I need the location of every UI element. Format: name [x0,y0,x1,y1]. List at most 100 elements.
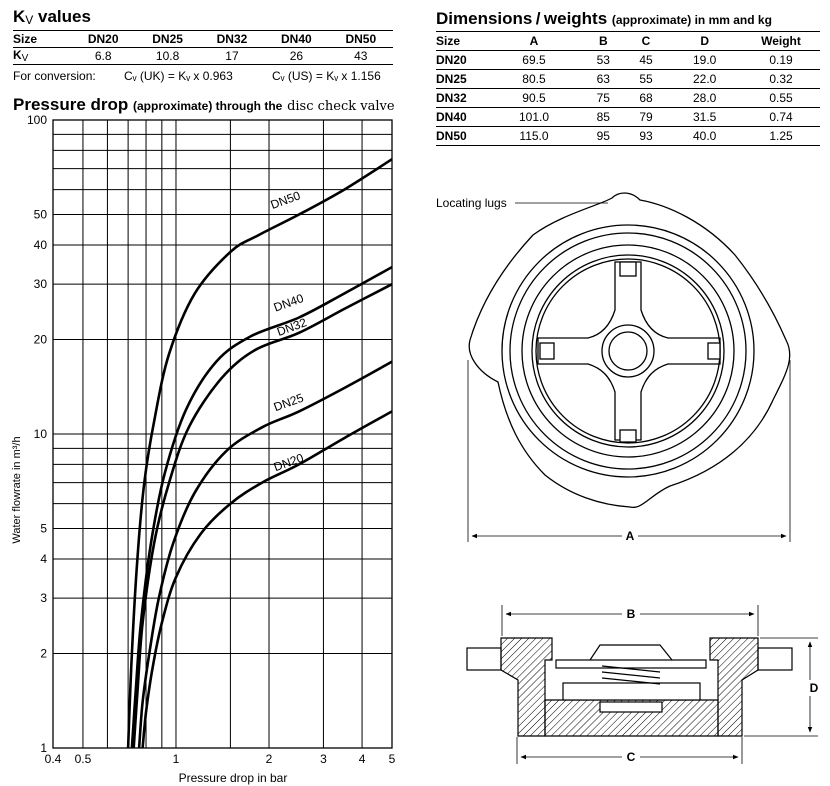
series-line-dn25 [137,360,393,749]
dim-cell: DN40 [436,107,486,127]
dim-cell: 63 [581,69,625,89]
x-tick-label: 3 [320,752,327,766]
dim-header-c: C [624,31,668,51]
conversion-label: For conversion: [13,69,96,83]
kv-header-row: Size DN20 DN25 DN32 DN40 DN50 [13,30,393,48]
y-tick-label: 3 [40,591,47,605]
dim-header-size: Size [436,31,486,51]
y-tick-label: 30 [34,277,48,291]
kv-label-k: K [13,48,22,62]
dim-header-weight: Weight [742,31,820,51]
chart-grid [52,119,393,749]
kv-value-dn20: 6.8 [71,47,136,65]
dim-cell: 55 [624,69,668,89]
kv-size-label: Size [13,30,71,48]
outer-ring [501,224,755,478]
valve-drawings: Locating lugs A B C D [436,192,819,764]
dimension-a [467,360,791,542]
kv-size-dn25: DN25 [135,30,200,48]
dim-cell: 31.5 [667,107,742,127]
dim-cell: 0.55 [742,88,820,108]
chart-y-axis-label: Water flowrate in m³/h [11,436,23,543]
kv-title-sub: V [25,13,34,27]
y-tick-label: 40 [34,238,48,252]
dim-cell: 93 [624,126,668,146]
valve-section-view [466,637,793,737]
dim-cell: 90.5 [486,88,582,108]
table-row: DN25 80.5 63 55 22.0 0.32 [436,69,820,89]
dimensions-title: Dimensions / weights [436,9,608,28]
y-tick-label: 1 [40,741,47,755]
y-tick-label: 4 [40,552,47,566]
dim-cell: 0.32 [742,69,820,89]
dimensions-title-note: (approximate) in mm and kg [611,13,772,27]
dim-cell: 85 [581,107,625,127]
dim-header-d: D [667,31,742,51]
dim-cell: DN32 [436,88,486,108]
dim-cell: 53 [581,50,625,70]
x-tick-label: 4 [359,752,366,766]
dim-cell: 95 [581,126,625,146]
y-tick-label: 2 [40,646,47,660]
valve-top-view [468,192,791,508]
kv-value-dn50: 43 [328,47,393,65]
dim-cell: 80.5 [486,69,582,89]
chart-x-axis-label: Pressure drop in bar [179,771,288,785]
valve-body-outline [468,192,791,508]
kv-value-dn25: 10.8 [135,47,200,65]
kv-size-dn40: DN40 [264,30,329,48]
ring-3 [521,244,735,458]
table-row: DN20 69.5 53 45 19.0 0.19 [436,50,820,70]
kv-value-dn40: 26 [264,47,329,65]
dim-cell: 79 [624,107,668,127]
locating-lugs-label: Locating lugs [436,196,507,210]
dimensions-table: Size A B C D Weight DN20 69.5 53 45 19.0… [436,31,820,146]
y-tick-label: 20 [34,332,48,346]
x-tick-label: 0.4 [45,752,62,766]
kv-title-rest: values [33,7,91,26]
table-row: DN32 90.5 75 68 28.0 0.55 [436,88,820,108]
kv-values-row: KV 6.8 10.8 17 26 43 [13,47,393,65]
dim-cell: 19.0 [667,50,742,70]
dim-cell: 28.0 [667,88,742,108]
y-tick-label: 50 [34,208,48,222]
dimension-c [516,737,743,764]
series-line-dn32 [132,283,393,749]
kv-title-k: K [13,7,26,26]
dim-header-b: B [581,31,625,51]
dimension-c-label: C [627,750,636,764]
dim-cell: DN50 [436,126,486,146]
dim-cell: 40.0 [667,126,742,146]
conversion-us: Cᵥ (US) = Kᵥ x 1.156 [272,69,381,83]
series-line-dn40 [130,265,393,749]
table-row: DN40 101.0 85 79 31.5 0.74 [436,107,820,127]
dim-header-a: A [486,31,582,51]
dim-cell: 0.19 [742,50,820,70]
dimensions-header-row: Size A B C D Weight [436,31,820,51]
kv-size-dn32: DN32 [199,30,265,48]
kv-size-dn50: DN50 [328,30,393,48]
conversion-uk: Cᵥ (UK) = Kᵥ x 0.963 [124,69,233,83]
dim-cell: 22.0 [667,69,742,89]
kv-title: KV values [13,7,91,27]
dim-cell: 0.74 [742,107,820,127]
kv-label-sub: V [21,53,29,64]
dimension-d [744,637,818,737]
center-hub-outer [601,324,655,378]
dim-cell: 1.25 [742,126,820,146]
kv-table: Size DN20 DN25 DN32 DN40 DN50 KV 6.8 10.… [13,30,393,65]
dimensions-title-block: Dimensions / weights (approximate) in mm… [436,9,772,29]
y-tick-label: 100 [27,113,47,127]
table-row: DN50 115.0 95 93 40.0 1.25 [436,126,820,146]
kv-size-dn20: DN20 [71,30,136,48]
disc-spider [537,261,721,441]
series-line-dn20 [141,410,393,749]
x-tick-label: 2 [266,752,273,766]
chart-title: Pressure drop [13,95,129,114]
ring-4 [531,254,725,448]
dim-cell: DN25 [436,69,486,89]
y-tick-label: 10 [34,427,48,441]
dim-cell: 75 [581,88,625,108]
